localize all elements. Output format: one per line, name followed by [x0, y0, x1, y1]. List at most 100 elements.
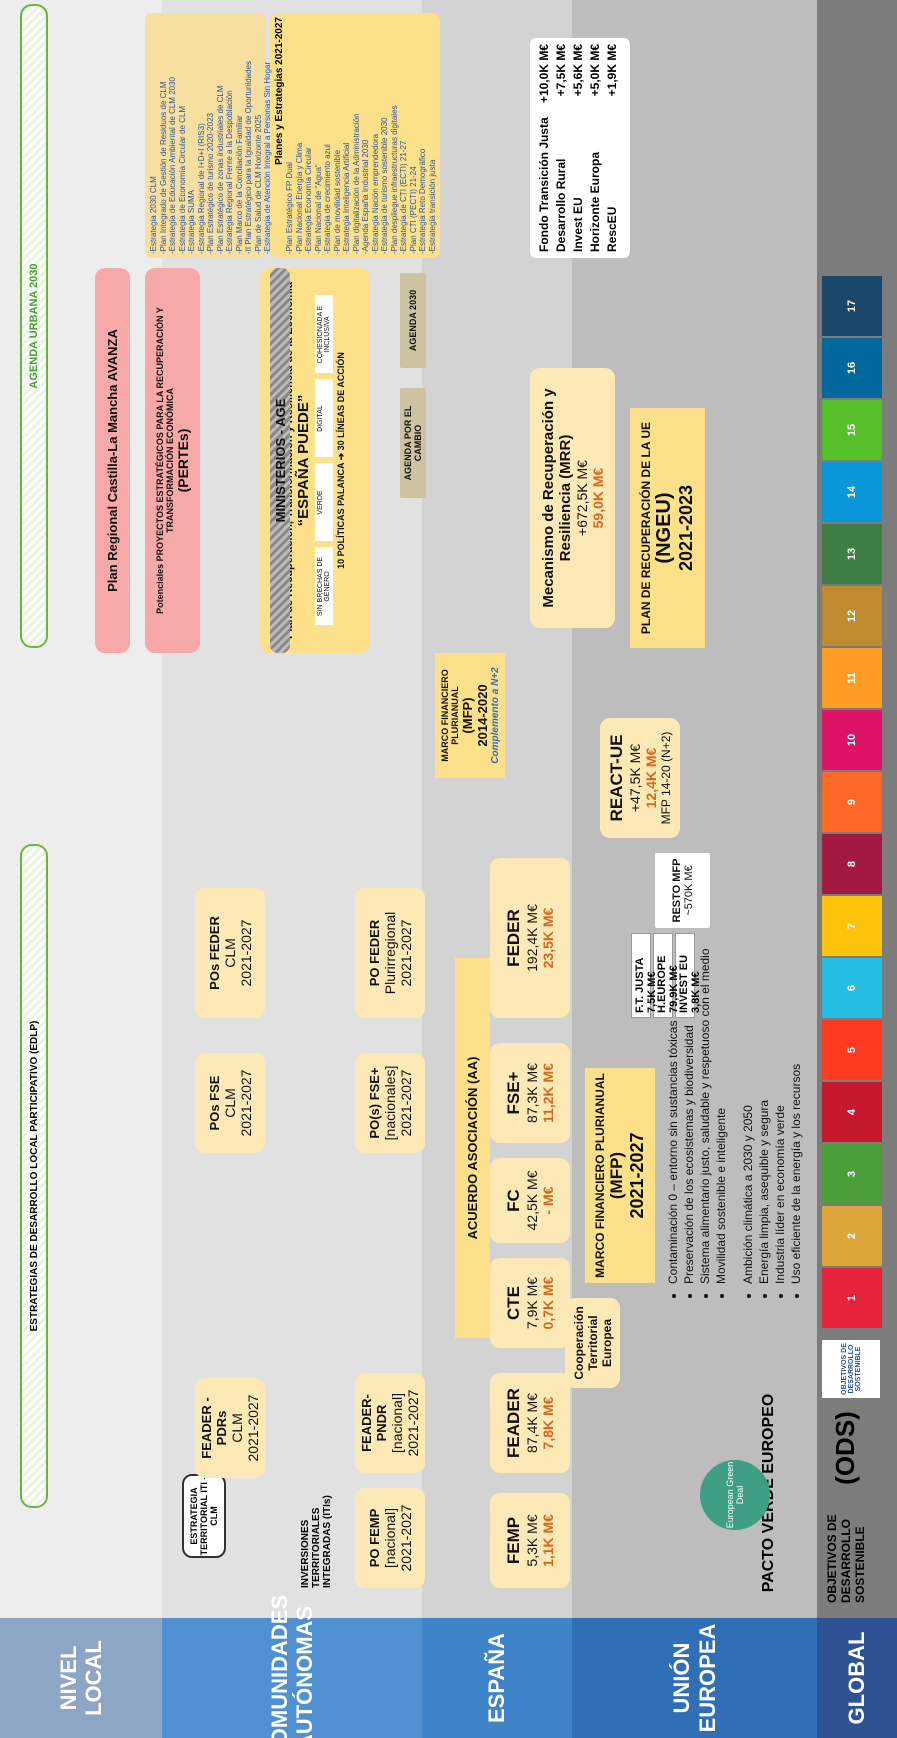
- clm-plan-item: -Plan Estratégico de turismo 2020-2023: [206, 113, 215, 254]
- sdg-1-icon: 1: [822, 1268, 882, 1328]
- fund-es-amount: 1,1K M€: [540, 1514, 556, 1567]
- mfp-acronym: (MFP): [606, 1151, 626, 1200]
- sdg-4-icon: 4: [822, 1082, 882, 1142]
- sdg-9-icon: 9: [822, 772, 882, 832]
- po-years: 2021-2027: [397, 919, 414, 987]
- plan-item: -Plan de movilidad sostenible: [332, 149, 342, 254]
- level-ue: UNIÓN EUROPEA: [572, 1618, 817, 1738]
- small-fund: F.T. JUSTA 7,5K M€: [631, 933, 658, 1018]
- iti-label: INVERSIONES TERRITORIALES INTEGRADAS (IT…: [300, 1495, 333, 1588]
- ngeu-fund-name: Desarrollo Rural: [554, 158, 568, 252]
- cte-cooperation: Cooperación Territorial Europea: [565, 1298, 620, 1388]
- plan-item: -Estrategia Reto Demográfico: [418, 148, 427, 254]
- green-deal-item: Energía limpia, asequible y segura: [756, 964, 772, 1284]
- level-ccaa: COMUNIDADES AUTÓNOMAS: [162, 1595, 422, 1738]
- fund-es-amount: 0,7K M€: [540, 1276, 556, 1330]
- sdg-7-icon: 7: [822, 896, 882, 956]
- ngeu-fund-name: Invest EU: [571, 197, 585, 252]
- po-title: PO FEMP: [366, 1508, 382, 1568]
- plan-item: -Estrategia de turismo sostenible 2030: [380, 117, 389, 254]
- po-title: FEADER-PNDR: [359, 1394, 389, 1452]
- ngeu-fund-amount: +7,5K M€: [554, 44, 568, 97]
- iti-strategy: ESTRATEGIA TERRITORIAL ITI - CLM: [182, 1474, 226, 1558]
- clm-plan-item: -II Plan Estratégico para la Igualdad de…: [244, 60, 253, 254]
- plan-item: -Estrategia Economía Circular: [304, 147, 313, 254]
- plan-item: -Plan Nacional Energía y Clima: [294, 142, 304, 254]
- sdg-6-icon: 6: [822, 958, 882, 1018]
- plan-item: -Plan Nacional de "Agua": [313, 164, 323, 254]
- clm-plan-item: -Plan Estratégico de zonas industriales …: [215, 85, 225, 254]
- mfp-1420-box: MARCO FINANCIERO PLURIANUAL (MFP) 2014-2…: [435, 653, 505, 778]
- ngeu-fund-name: Horizonte Europa: [588, 151, 602, 252]
- level-local: NIVEL LOCAL: [0, 1618, 162, 1738]
- plan-item: -Plan digitalización de la Administració…: [351, 113, 361, 254]
- ods-logo: OBJETIVOS DE DESARROLLO SOSTENIBLE: [822, 1340, 880, 1398]
- mfp-box: MARCO FINANCIERO PLURIANUAL (MFP) 2021-2…: [585, 1068, 655, 1283]
- po-years: 2021-2027: [397, 1069, 414, 1137]
- fund-amount: 192,4K M€: [524, 904, 540, 972]
- plan-item: -Plan Estratégico FP Dual: [285, 162, 294, 254]
- clm-plan-item: -Plan de Salud de CLM Horizonte 2025: [253, 114, 263, 254]
- ngeu-fund-row: Fondo Transición Justa +10,0K M€: [536, 44, 553, 252]
- clm-plan-item: -Estrategia de Economía Circular de CLM: [177, 105, 187, 254]
- po-scope: CLM: [229, 1413, 245, 1443]
- ngeu-years: 2021-2023: [675, 484, 696, 572]
- axis-tag: SIN BRECHAS DE GÉNERO: [315, 547, 333, 626]
- fund-name: FC: [504, 1189, 523, 1212]
- green-deal-badge: European Green Deal: [700, 1460, 770, 1530]
- green-deal-item: Movilidad sostenible e inteligente: [713, 804, 729, 1284]
- edlp-bar: ESTRATEGIAS DE DESARROLLO LOCAL PARTICIP…: [20, 844, 48, 1508]
- es-po-box: PO(s) FSE+[nacionales]2021-2027: [355, 1053, 425, 1153]
- agenda-urbana-bar: AGENDA URBANA 2030: [20, 4, 48, 648]
- po-title: FEADER - PDRs: [199, 1397, 229, 1459]
- react-ue-box: REACT-UE+47,5K M€12,4K M€MFP 14-20 (N+2): [600, 718, 680, 838]
- clm-plan-item: -Plan Marco de la Conciliación Familiar: [234, 115, 244, 254]
- es-po-box: FEADER-PNDR[nacional]2021-2027: [355, 1373, 425, 1473]
- po-scope: [nacionales]: [381, 1065, 398, 1141]
- po-years: 2021-2027: [245, 1394, 261, 1462]
- po-scope: CLM: [221, 1088, 238, 1118]
- ods-acronym: (ODS): [830, 1411, 860, 1485]
- es-po-box: PO FEMP[nacional]2021-2027: [355, 1488, 425, 1588]
- po-title: POs FSE: [206, 1075, 222, 1131]
- sdg-16-icon: 16: [822, 338, 882, 398]
- ngeu-fund-amount: +5,0K M€: [588, 44, 602, 97]
- fund-name: FEDER: [504, 909, 523, 967]
- sdg-8-icon: 8: [822, 834, 882, 894]
- green-deal-list-1: Ambición climática a 2030 y 2050Energía …: [740, 964, 804, 1298]
- ngeu-fund-amount: +10,0K M€: [537, 44, 551, 104]
- agenda-cambio: AGENDA POR EL CAMBIO: [400, 388, 426, 498]
- ngeu-box: PLAN DE RECUPERACIÓN DE LA UE (NGEU) 202…: [630, 408, 705, 648]
- sdg-14-icon: 14: [822, 462, 882, 522]
- pertes: Potenciales PROYECTOS ESTRATÉGICOS PARA …: [145, 268, 200, 653]
- sdg-15-icon: 15: [822, 400, 882, 460]
- po-title: PO(s) FSE+: [366, 1067, 382, 1139]
- axis-tag: COHESIONADA E INCLUSIVA: [315, 295, 333, 374]
- clm-plan-item: -Estrategia Regional de I+D+I (RIS3): [196, 123, 206, 254]
- po-years: 2021-2027: [405, 1389, 421, 1457]
- sdg-13-icon: 13: [822, 524, 882, 584]
- level-es: ESPAÑA: [422, 1618, 572, 1738]
- po-scope: CLM: [221, 938, 238, 968]
- mfp-label: MARCO FINANCIERO PLURIANUAL: [592, 1073, 607, 1278]
- ods-title: OBJETIVOS DE DESARROLLO SOSTENIBLE: [825, 1514, 867, 1603]
- po-title: PO FEDER: [366, 919, 382, 987]
- po-scope: [nacional]: [381, 1508, 398, 1568]
- green-deal-item: Uso eficiente de la energía y los recurs…: [788, 964, 804, 1284]
- sdg-3-icon: 3: [822, 1144, 882, 1204]
- axis-tag: VERDE: [315, 463, 333, 542]
- fund-name: FEMP: [504, 1516, 523, 1565]
- sdg-11-icon: 11: [822, 648, 882, 708]
- clm-plan-item: -Estrategia SUMA: [187, 189, 196, 254]
- po-scope: Plurirregional: [381, 911, 398, 995]
- po-title: POs FEDER: [206, 916, 222, 990]
- po-scope: [nacional]: [389, 1393, 405, 1453]
- plan-avanza: Plan Regional Castilla-La Mancha AVANZA: [95, 268, 130, 653]
- ngeu-fund-name: Fondo Transición Justa: [537, 117, 551, 252]
